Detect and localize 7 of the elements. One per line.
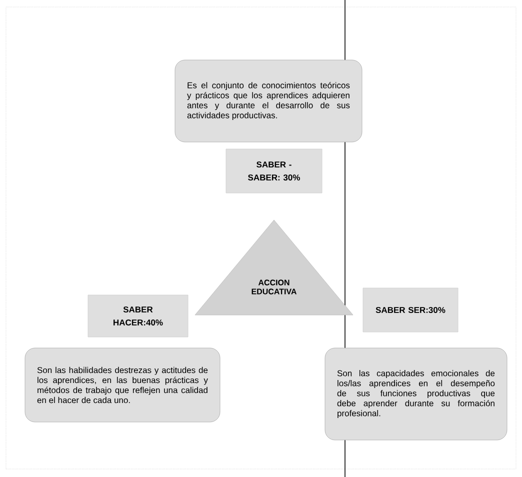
- triangle: ACCION EDUCATIVA: [194, 220, 354, 316]
- label-box: SABER HACER:40%: [88, 294, 188, 338]
- description-box: Son las habilidades destrezas y actitudes de los aprendices, en las buenas prácticas y métodos de trabajo que reflejen una calidad en el hacer de cada uno.: [24, 348, 220, 422]
- description-box: Son las capacidades emocionales de los/las aprendices en el desempeño de sus funciones productivas que debe aprender durante su formación profesional.: [324, 348, 508, 440]
- label-box: SABER - SABER: 30%: [226, 148, 322, 194]
- description-box: Es el conjunto de conocimientos teóricos y prácticos que los aprendices adquieren antes y durante el desarrollo de sus actividades productivas.: [174, 60, 362, 142]
- label-box: SABER SER:30%: [362, 288, 458, 332]
